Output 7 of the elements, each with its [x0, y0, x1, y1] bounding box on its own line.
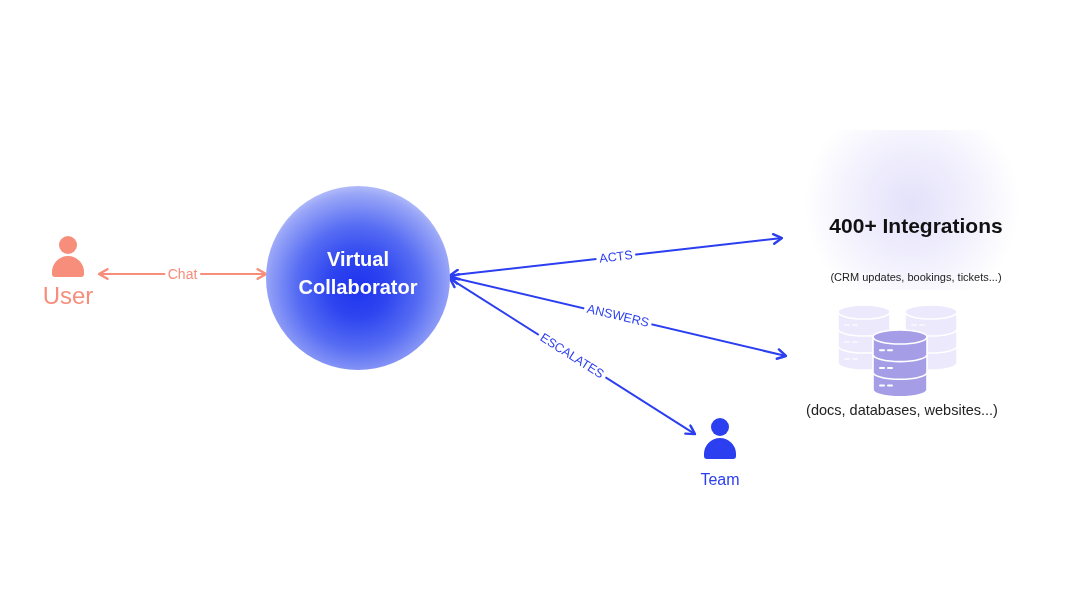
node-label: Virtual Collaborator [297, 247, 419, 300]
node-label: User [42, 283, 94, 309]
node-label: (CRM updates, bookings, tickets...) [830, 270, 1002, 284]
node-label: Team [700, 470, 740, 490]
node-label: 400+ Integrations [829, 214, 1003, 238]
arrow [448, 233, 784, 281]
node-label: (docs, databases, websites...) [806, 401, 998, 419]
